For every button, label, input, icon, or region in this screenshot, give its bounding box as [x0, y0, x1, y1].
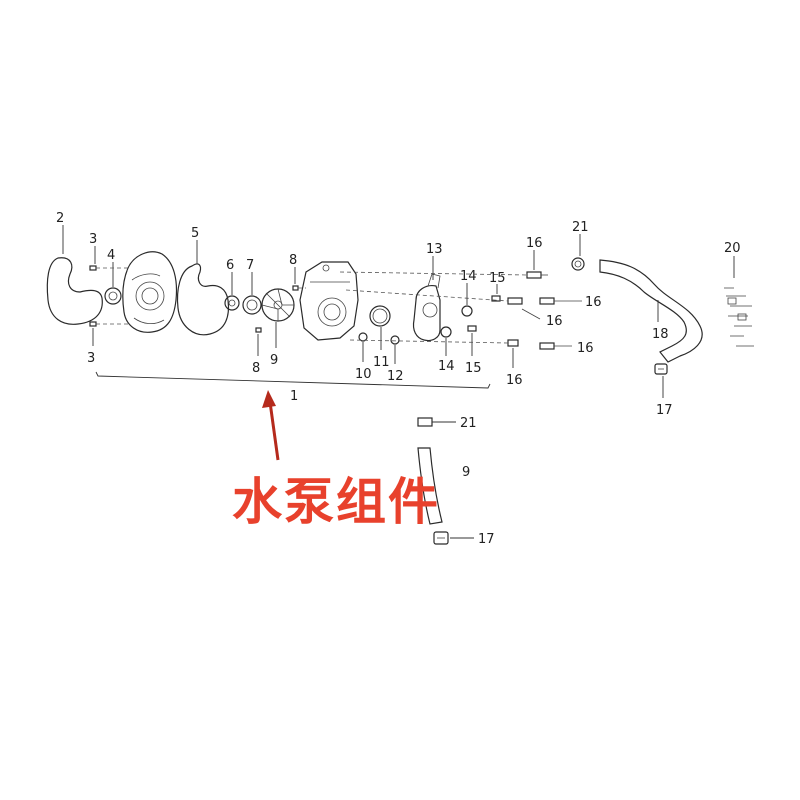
callout-13: 13: [426, 242, 443, 257]
callout-1: 1: [290, 389, 298, 404]
callout-18: 18: [652, 327, 669, 342]
part-16-bolt-a: [526, 271, 548, 279]
part-11-oring: [369, 305, 391, 327]
callout-11: 11: [373, 355, 390, 370]
part-21-clamp-top: [571, 257, 585, 271]
part-14-upper: [461, 305, 473, 317]
water-pump-assembly-caption: 水泵组件: [232, 473, 440, 531]
callout-9: 9: [270, 353, 278, 368]
part-3-pin-bottom: [89, 321, 97, 327]
assembly-bracket: [95, 371, 491, 389]
callout-17-bottom: 17: [478, 532, 495, 547]
callout-16-right-b: 16: [577, 341, 594, 356]
part-16-bolt-d: [539, 342, 572, 350]
part-9-lower-hose: [417, 447, 443, 525]
part-16-bolt-b: [539, 297, 582, 305]
callout-6: 6: [226, 258, 234, 273]
part-4-oil-seal: [104, 287, 122, 305]
callout-3-top: 3: [89, 232, 97, 247]
part-17-clamp-right: [654, 363, 668, 375]
callout-10: 10: [355, 367, 372, 382]
part-10-oring: [358, 332, 368, 342]
part-9-impeller: [261, 288, 295, 322]
part-15-lower: [467, 325, 477, 332]
callout-15-bottom: 15: [465, 361, 482, 376]
callout-14-bottom: 14: [438, 359, 455, 374]
callout-15-top: 15: [489, 271, 506, 286]
callout-9-lower: 9: [462, 465, 470, 480]
part-pump-body: [299, 261, 359, 341]
callout-3-bottom: 3: [87, 351, 95, 366]
part-6-washer: [224, 295, 240, 311]
part-16-bolt-c: [507, 297, 541, 320]
callout-20: 20: [724, 241, 741, 256]
callout-5: 5: [191, 226, 199, 241]
callout-16-right-a: 16: [585, 295, 602, 310]
callout-8-bottom: 8: [252, 361, 260, 376]
callout-2: 2: [56, 211, 64, 226]
callout-16-top: 16: [526, 236, 543, 251]
part-18-hose: [599, 259, 703, 363]
callout-4: 4: [107, 248, 115, 263]
callout-8-top: 8: [289, 253, 297, 268]
callout-7: 7: [246, 258, 254, 273]
part-2-gasket: [46, 257, 103, 325]
part-13-outlet: [412, 285, 441, 342]
part-7-seal: [242, 295, 262, 315]
part-8-pin-top: [292, 285, 299, 291]
part-20-fitting: [724, 287, 754, 347]
part-5-gasket: [176, 263, 230, 336]
part-16-bolt-e: [507, 339, 519, 368]
callout-21-bottom: 21: [460, 416, 477, 431]
part-pump-cover: [122, 251, 178, 333]
callout-17-right: 17: [656, 403, 673, 418]
part-15-upper: [491, 295, 501, 302]
callout-21-top: 21: [572, 220, 589, 235]
part-17-clamp-bottom: [433, 531, 449, 545]
callout-12: 12: [387, 369, 404, 384]
part-14-lower: [440, 326, 452, 338]
part-21-clamp-bottom: [417, 417, 433, 427]
part-3-pin-top: [89, 265, 97, 271]
callout-16-mid: 16: [546, 314, 563, 329]
annotation-arrow: [262, 390, 280, 461]
callout-14-top: 14: [460, 269, 477, 284]
callout-16-bottom: 16: [506, 373, 523, 388]
part-12-bolt: [390, 335, 400, 345]
part-8-pin-bottom: [255, 327, 262, 333]
